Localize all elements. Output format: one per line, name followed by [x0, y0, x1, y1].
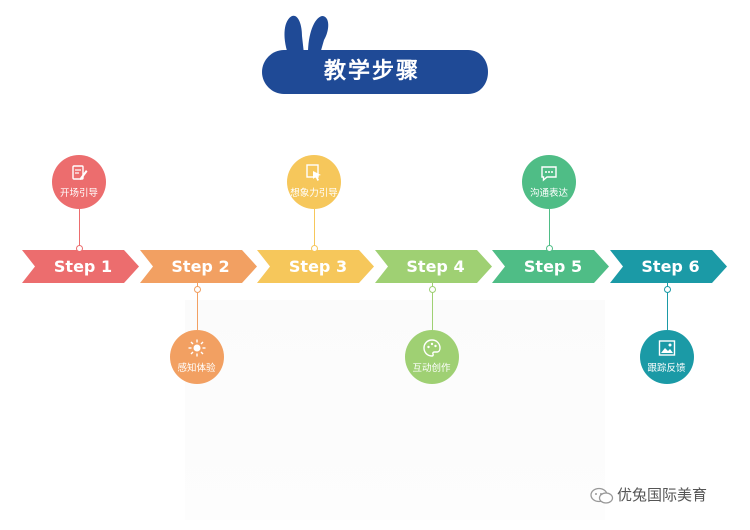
palette-icon — [422, 339, 441, 357]
connector-line — [666, 283, 668, 330]
step-label-1: Step 1 — [53, 257, 113, 276]
title-banner — [262, 50, 488, 94]
page-title: 教学步骤 — [323, 59, 420, 84]
image-icon — [658, 340, 675, 356]
connector-line — [314, 209, 315, 250]
rabbit-ears-icon — [284, 15, 329, 54]
step-label-2: Step 2 — [171, 257, 230, 276]
connector-line — [79, 209, 80, 250]
background-shade — [185, 300, 605, 520]
step-label-3: Step 3 — [288, 257, 348, 276]
edit-icon — [72, 165, 88, 180]
step-circle-1 — [52, 155, 106, 209]
connector-line — [549, 209, 550, 250]
step-arrow-5 — [492, 250, 609, 283]
wechat-icon — [590, 487, 614, 504]
footer-brand: 优兔国际美育 — [617, 486, 708, 504]
pointer-icon — [306, 164, 321, 181]
connector-dot — [428, 286, 436, 293]
step-label-4: Step 4 — [406, 257, 465, 276]
step-circle-6 — [639, 330, 694, 384]
connector-dot — [546, 245, 553, 252]
connector-line — [196, 283, 198, 330]
step-arrow-1 — [22, 250, 139, 283]
step-circle-2 — [169, 330, 224, 384]
step-arrow-4 — [374, 250, 492, 283]
step-text-6: 跟踪反馈 — [647, 363, 686, 374]
step-label-5: Step 5 — [523, 257, 583, 276]
step-text-4: 互动创作 — [412, 363, 451, 374]
step-circle-5 — [522, 155, 576, 209]
step-label-6: Step 6 — [641, 257, 700, 276]
step-circle-3 — [287, 155, 341, 209]
step-arrow-3 — [257, 250, 374, 283]
step-arrow-6 — [609, 250, 727, 283]
step-text-1: 开场引导 — [59, 188, 98, 199]
sun-icon — [188, 339, 205, 357]
step-text-3: 想象力引导 — [290, 188, 338, 199]
connector-dot — [193, 286, 201, 293]
connector-line — [431, 283, 433, 330]
connector-dot — [76, 245, 83, 252]
step-circle-4 — [404, 330, 459, 384]
step-text-5: 沟通表达 — [529, 188, 568, 199]
chat-icon — [541, 166, 557, 182]
step-text-2: 感知体验 — [177, 363, 216, 374]
connector-dot — [663, 286, 671, 293]
step-arrow-2 — [139, 250, 257, 283]
connector-dot — [311, 245, 318, 252]
